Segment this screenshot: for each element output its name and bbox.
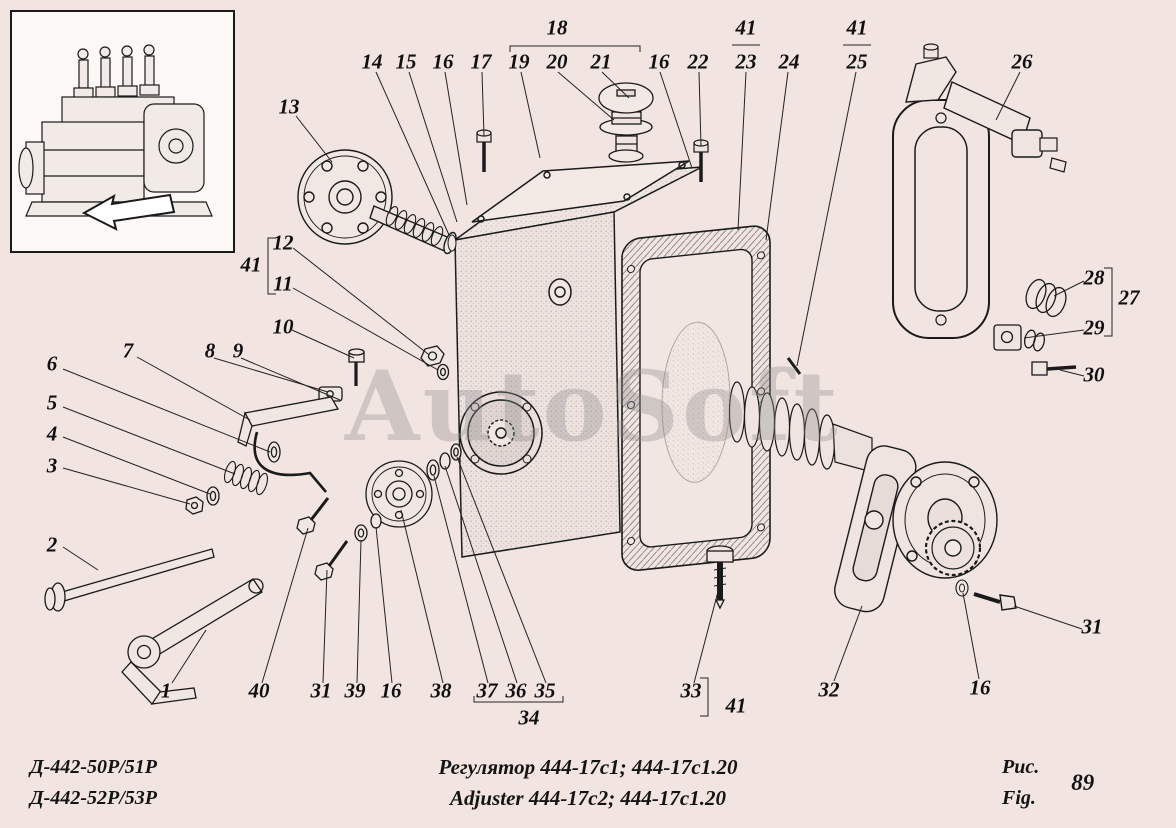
figure-titles: Регулятор 444-17с1; 444-17с1.20 Adjuster… [0,752,1176,814]
drive-flange-assembly [297,149,457,255]
coupling-assembly [834,445,1017,613]
inset-pump-thumbnail [10,10,235,253]
leader-lines [62,44,1113,717]
drive-shaft-bellows [728,357,873,473]
model-codes: Д-442-50Р/51Р Д-442-52Р/53Р [30,752,157,814]
fig-label-ru: Рис. [1002,756,1040,778]
model-code-1: Д-442-50Р/51Р [30,756,157,778]
gasket-frame [621,225,771,572]
regulator-housing [447,160,703,558]
figure-number: 89 [1071,770,1095,795]
figure-reference: Рис. Fig. 89 [1002,752,1094,814]
model-code-2: Д-442-52Р/53Р [30,787,157,809]
figure-title-ru: Регулятор 444-17с1; 444-17с1.20 [438,755,738,779]
location-arrow-icon [81,193,176,231]
breather-cap [598,82,654,163]
figure-title-en: Adjuster 444-17с2; 444-17с1.20 [450,786,726,810]
fig-label-en: Fig. [1002,787,1036,809]
support-bracket [892,43,1067,339]
mount-bolt [706,545,734,610]
lever-linkage-parts [44,345,462,705]
